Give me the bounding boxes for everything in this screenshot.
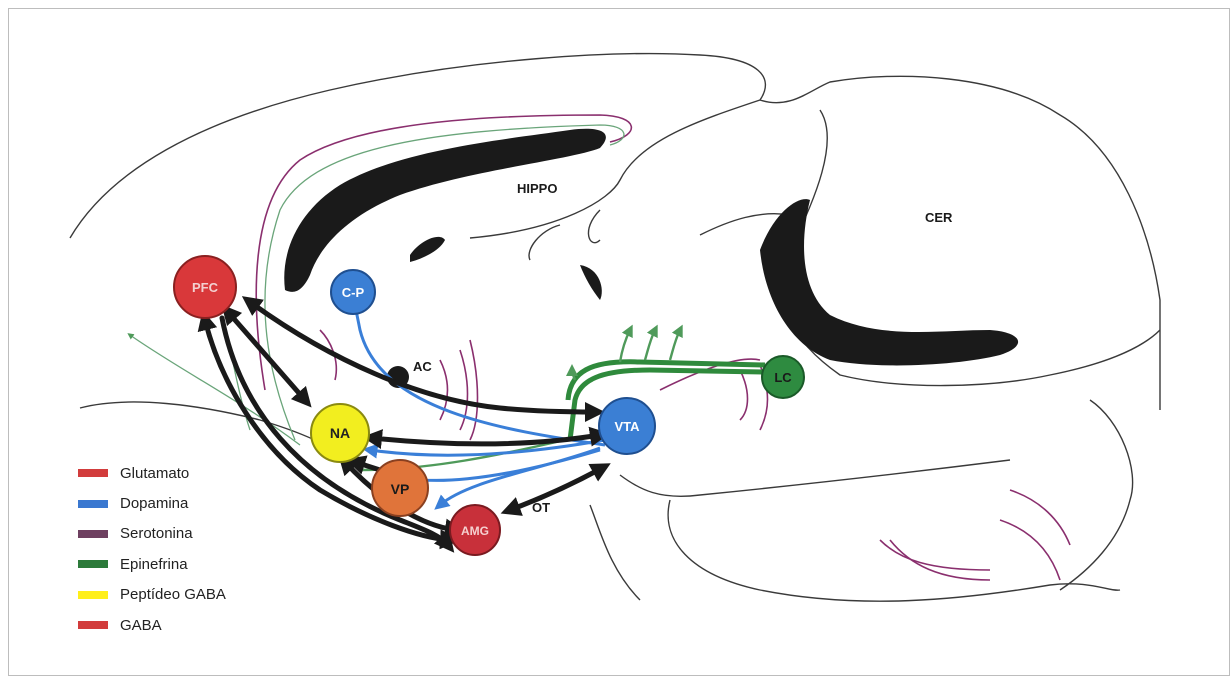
node-lc: LC [762, 356, 804, 398]
node-vp: VP [372, 460, 428, 516]
legend-label: Glutamato [120, 465, 189, 482]
node-amg: AMG [450, 505, 500, 555]
legend-swatch [78, 469, 108, 477]
node-vta: VTA [599, 398, 655, 454]
node-na: NA [311, 404, 369, 462]
anatomy-fills [284, 129, 1018, 388]
legend-label: Epinefrina [120, 556, 188, 573]
node-vta-label: VTA [614, 419, 640, 434]
epinephrine-pathways [568, 362, 765, 440]
node-na-label: NA [330, 425, 350, 441]
node-cp-label: C-P [342, 285, 365, 300]
legend-item-serotonina: Serotonina [78, 519, 278, 549]
node-vp-label: VP [391, 481, 410, 497]
legend-label: Peptídeo GABA [120, 586, 226, 603]
legend-swatch [78, 560, 108, 568]
node-pfc: PFC [174, 256, 236, 318]
legend-swatch [78, 591, 108, 599]
cer-label: CER [925, 210, 953, 225]
node-amg-label: AMG [461, 524, 489, 538]
node-lc-label: LC [774, 370, 792, 385]
legend-item-dopamina: Dopamina [78, 488, 278, 518]
hippo-label: HIPPO [517, 181, 557, 196]
ot-label: OT [532, 500, 550, 515]
legend-item-glutamato: Glutamato [78, 458, 278, 488]
legend-label: GABA [120, 617, 162, 634]
node-cp: C-P [331, 270, 375, 314]
legend-swatch [78, 530, 108, 538]
legend-swatch [78, 621, 108, 629]
legend-label: Dopamina [120, 495, 188, 512]
legend-item-epinefrina: Epinefrina [78, 549, 278, 579]
legend-swatch [78, 500, 108, 508]
ac-label: AC [413, 359, 432, 374]
legend: Glutamato Dopamina Serotonina Epinefrina… [78, 458, 278, 640]
legend-item-peptideo-gaba: Peptídeo GABA [78, 580, 278, 610]
legend-item-gaba: GABA [78, 610, 278, 640]
legend-label: Serotonina [120, 525, 193, 542]
node-pfc-label: PFC [192, 280, 219, 295]
